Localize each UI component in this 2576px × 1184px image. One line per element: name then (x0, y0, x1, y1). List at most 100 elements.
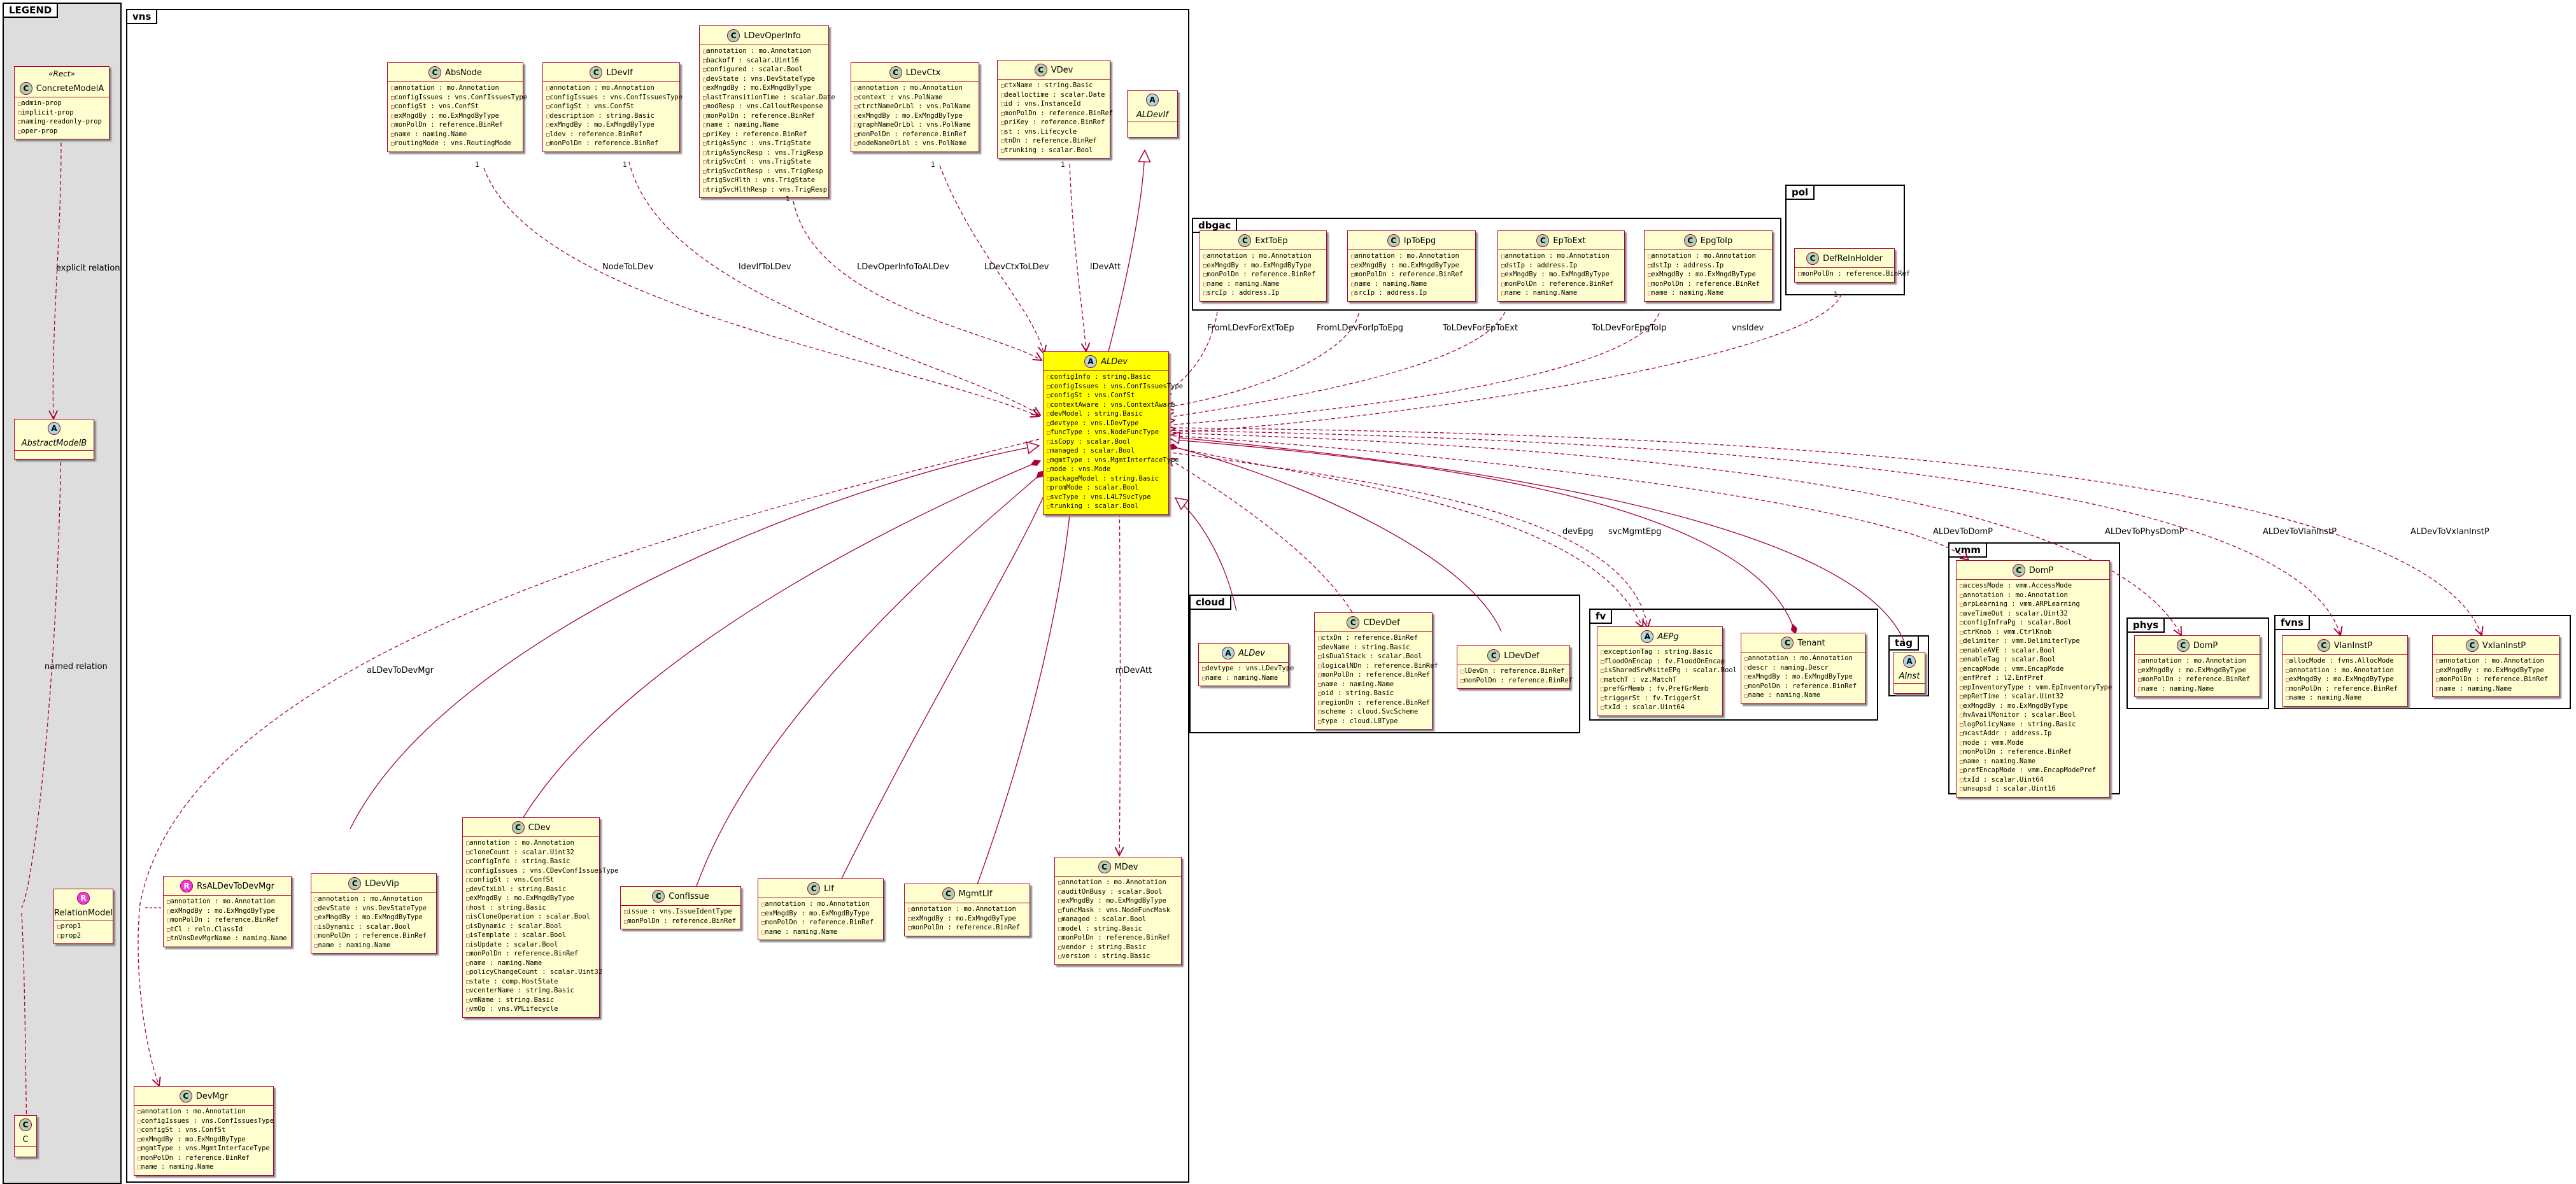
class-attribute: configIssues : vns.CDevConfIssuesType (466, 867, 618, 877)
class-attribute: trigSvcHlth : vns.TrigState (703, 176, 826, 186)
class-attribute: dstIp : address.Ip (1501, 262, 1622, 271)
edge-ldevctx-to-ldev (939, 165, 1044, 354)
label-fromldev-exttoep: FromLDevForExtToEp (1207, 323, 1294, 333)
class-attribute: enfPref : l2.EnfPref (1960, 674, 2107, 684)
label-aldev-to-devmgr: aLDevToDevMgr (367, 666, 434, 675)
class-a-icon: A (1222, 647, 1235, 659)
class-attribute: monPolDn : reference.BinRef (908, 924, 1027, 933)
class-attribute: exMngdBy : mo.ExMngdByType (2138, 666, 2257, 676)
class-attributes: annotation : mo.AnnotationcloneCount : s… (463, 837, 618, 1017)
class-ldevdef[interactable]: C LDevDef lDevDn : reference.BinRefmonPo… (1457, 645, 1573, 689)
class-c[interactable]: C C (14, 1115, 37, 1157)
class-attribute: monPolDn : reference.BinRef (761, 919, 881, 928)
edge-ldevoperinfo-to-aldev (793, 201, 1042, 360)
class-vmm-domp[interactable]: C DomP accessMode : vmm.AccessModeannota… (1956, 560, 2112, 798)
class-attribute: exMngdBy : mo.ExMngdByType (391, 112, 520, 122)
class-attribute: annotation : mo.Annotation (761, 900, 881, 910)
class-name: RsALDevToDevMgr (197, 881, 274, 891)
class-epgtoip[interactable]: C EpgToIp annotation : mo.AnnotationdstI… (1644, 230, 1773, 302)
class-vxlaninstp[interactable]: C VxlanInstP annotation : mo.Annotatione… (2432, 635, 2559, 697)
class-attribute: tnVnsDevMgrName : naming.Name (167, 934, 288, 944)
class-attribute: monPolDn : reference.BinRef (391, 121, 520, 130)
class-tenant[interactable]: C Tenant annotation : mo.Annotationdescr… (1741, 633, 1865, 704)
package-label: pol (1785, 185, 1815, 200)
class-attribute: configSt : vns.ConfSt (546, 102, 677, 112)
class-confissue[interactable]: C ConfIssue issue : vns.IssueIdentTypemo… (620, 886, 741, 929)
class-ldevoperinfo[interactable]: C LDevOperInfo annotation : mo.Annotatio… (699, 25, 835, 198)
class-attribute: accessMode : vmm.AccessMode (1960, 582, 2107, 591)
label-aldev-to-vlaninstp: ALDevToVlanInstP (2263, 527, 2337, 537)
class-attribute: auditOnBusy : scalar.Bool (1058, 888, 1178, 898)
class-attribute: unsupsd : scalar.Uint16 (1960, 785, 2107, 794)
class-absnode[interactable]: C AbsNode annotation : mo.Annotationconf… (387, 62, 527, 152)
class-c-icon: C (179, 1090, 192, 1103)
class-attribute: promMode : scalar.Bool (1047, 484, 1166, 493)
class-abstractmodelb[interactable]: A AbstractModelB (14, 419, 94, 460)
class-attribute: name : naming.Name (2286, 694, 2405, 703)
class-attribute: ctrctNameOrLbl : vns.PolName (854, 102, 976, 112)
class-attribute: exMngdBy : mo.ExMngdByType (854, 112, 976, 122)
class-attribute: managed : scalar.Bool (1058, 915, 1178, 925)
edge-fromldev-iptoepg (1165, 313, 1359, 407)
class-exttoep[interactable]: C ExtToEp annotation : mo.AnnotationexMn… (1200, 230, 1327, 302)
multiplicity-1: 1 (623, 160, 627, 169)
edge-ainst-generalize (1168, 437, 1904, 641)
class-attribute: scheme : cloud.SvcScheme (1318, 708, 1429, 717)
class-attribute: monPolDn : reference.BinRef (1648, 280, 1769, 290)
package-label: vns (126, 9, 158, 24)
class-attributes: lDevDn : reference.BinRefmonPolDn : refe… (1457, 665, 1573, 688)
class-attribute: enableTag : scalar.Bool (1960, 656, 2107, 665)
class-mgmtlif[interactable]: C MgmtLIf annotation : mo.AnnotationexMn… (904, 884, 1030, 936)
class-rsaldevtodevmgr[interactable]: R RsALDevToDevMgr annotation : mo.Annota… (163, 876, 292, 947)
class-c-icon: C (2012, 564, 2025, 577)
class-aldevif[interactable]: A ALDevIf (1127, 90, 1178, 137)
class-ldevctx[interactable]: C LDevCtx annotation : mo.Annotationcont… (851, 62, 979, 152)
class-cdevdef[interactable]: C CDevDef ctxDn : reference.BinRefdevNam… (1314, 612, 1438, 729)
vns-package: vns (126, 9, 1189, 1183)
class-attribute: model : string.Basic (1058, 925, 1178, 934)
multiplicity-1: 1 (931, 160, 935, 169)
class-r-icon: R (180, 880, 194, 892)
class-iptoepg[interactable]: C IpToEpg annotation : mo.AnnotationexMn… (1347, 230, 1476, 302)
class-attribute: name : naming.Name (1744, 691, 1862, 701)
edge-explicit-relation (53, 142, 62, 419)
class-name: VlanInstP (2333, 640, 2373, 651)
fvns-package: fvns (2274, 615, 2571, 709)
class-devmgr[interactable]: C DevMgr annotation : mo.Annotationconfi… (134, 1086, 274, 1176)
class-cloud-aldev[interactable]: A ALDev devtype : vns.LDevTypename : nam… (1198, 643, 1294, 686)
class-aepg[interactable]: A AEPg exceptionTag : string.BasicfloodO… (1597, 626, 1737, 716)
class-cdev[interactable]: C CDev annotation : mo.AnnotationcloneCo… (462, 817, 618, 1018)
class-c-icon: C (942, 887, 955, 900)
edge-ldevdef (1166, 443, 1502, 632)
class-vlaninstp[interactable]: C VlanInstP allocMode : fvns.AllocModean… (2282, 635, 2408, 707)
label-vnsldev: vnsldev (1732, 323, 1764, 333)
edge-devepg (1166, 445, 1643, 628)
class-relationmodel[interactable]: R RelationModel prop1prop2 (53, 889, 113, 944)
phys-package: phys (2127, 617, 2269, 709)
class-vdev[interactable]: C VDev ctxName : string.Basicdealloctime… (997, 60, 1113, 159)
class-attribute: annotation : mo.Annotation (167, 898, 288, 907)
class-c-icon: C (348, 877, 362, 890)
class-attribute: exMngdBy : mo.ExMngdByType (761, 910, 881, 919)
class-attribute: configInfo : string.Basic (466, 857, 597, 867)
class-mdev[interactable]: C MDev annotation : mo.AnnotationauditOn… (1054, 857, 1182, 965)
class-concretemodela[interactable]: «Rect» C ConcreteModelA admin-propimplic… (14, 66, 110, 139)
edge-svcmgmtepg (1166, 451, 1648, 628)
class-aldev[interactable]: A ALDev configInfo : string.BasicconfigI… (1043, 351, 1183, 515)
class-attribute: ctxName : string.Basic (1001, 81, 1107, 91)
class-name: Tenant (1797, 638, 1825, 648)
class-eptoext[interactable]: C EpToExt annotation : mo.AnnotationdstI… (1497, 230, 1625, 302)
class-ldevvip[interactable]: C LDevVip annotation : mo.AnnotationdevS… (311, 873, 437, 954)
class-ainst[interactable]: A AInst (1893, 652, 1925, 694)
edge-aldev-to-vxlaninstp (1166, 427, 2482, 635)
class-attributes: annotation : mo.AnnotationexMngdBy : mo.… (758, 898, 883, 940)
class-attribute: monPolDn : reference.BinRef (315, 932, 434, 941)
class-attribute: version : string.Basic (1058, 952, 1178, 962)
class-lif[interactable]: C LIf annotation : mo.AnnotationexMngdBy… (758, 878, 884, 940)
class-phys-domp[interactable]: C DomP annotation : mo.AnnotationexMngdB… (2134, 635, 2260, 697)
class-attribute: exMngdBy : mo.ExMngdByType (703, 84, 826, 94)
class-defrelnholder[interactable]: C DefRelnHolder monPolDn : reference.Bin… (1794, 248, 1910, 283)
class-r-icon: R (77, 892, 90, 905)
class-ldevif[interactable]: C LDevIf annotation : mo.Annotationconfi… (542, 62, 683, 152)
class-attribute: type : cloud.L8Type (1318, 717, 1429, 727)
